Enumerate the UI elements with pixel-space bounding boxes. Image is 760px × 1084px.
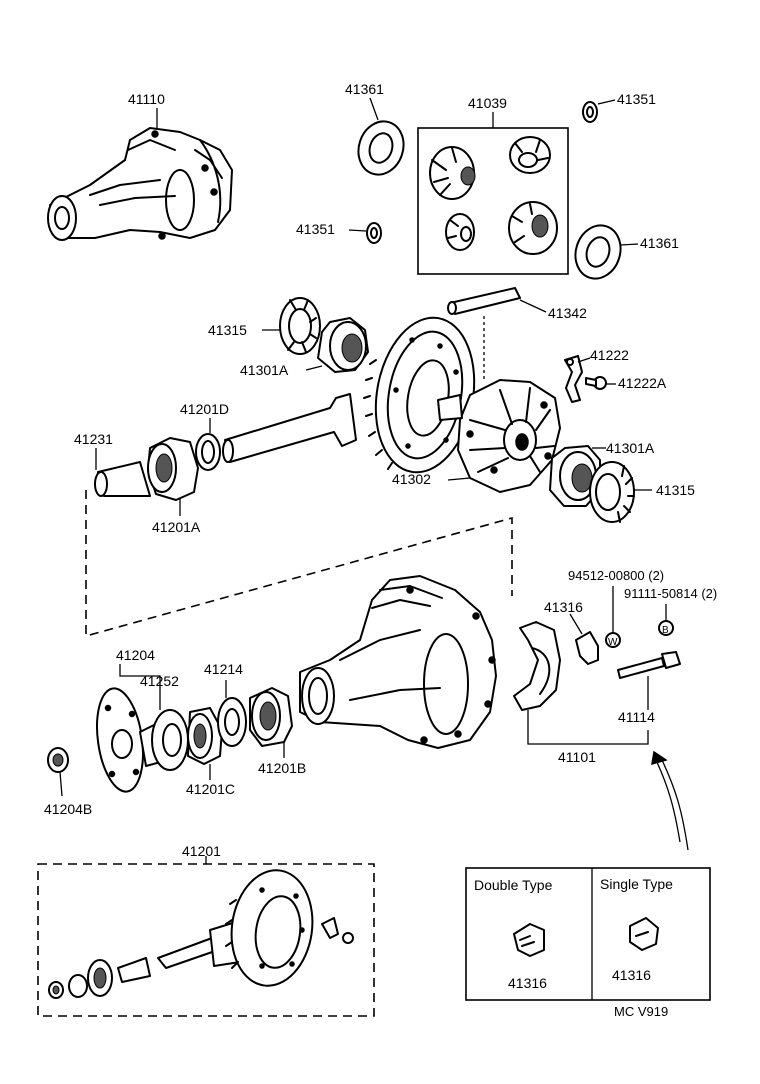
label-41204: 41204 — [116, 647, 155, 663]
arrow-head-icon — [651, 750, 668, 766]
double-type-retainer-icon — [513, 923, 545, 957]
label-41101: 41101 — [558, 749, 596, 765]
label-41315-right: 41315 — [656, 482, 695, 498]
ring-pinion-set-41201 — [48, 869, 354, 999]
carrier-assembly-41110 — [47, 127, 233, 241]
leader-41351-top — [597, 99, 616, 105]
label-41201B: 41201B — [258, 760, 306, 776]
label-41201D: 41201D — [180, 401, 229, 417]
label-41222A: 41222A — [618, 375, 667, 391]
pinion-shaft-41342 — [447, 287, 521, 315]
side-bearing-41301A-left — [317, 317, 369, 373]
label-double-type-part: 41316 — [508, 975, 547, 991]
companion-flange-41204 — [96, 687, 169, 793]
bolt-symbol — [658, 620, 674, 636]
leader-41222 — [577, 357, 591, 363]
leader-41361-top — [369, 97, 379, 121]
label-41302: 41302 — [392, 471, 431, 487]
front-bearing-41201C — [187, 707, 223, 765]
label-41301A-right: 41301A — [606, 440, 655, 456]
label-41110: 41110 — [128, 91, 165, 107]
collapsible-spacer-41231 — [94, 461, 151, 497]
assembly-guide-dashed — [85, 490, 513, 638]
bearing-cap-bolt — [617, 651, 681, 679]
label-41351-mid: 41351 — [296, 221, 335, 237]
side-gear-washer-41361-mid — [574, 224, 622, 280]
differential-carrier-housing — [299, 575, 497, 749]
lock-bolt-41222A — [585, 376, 607, 390]
label-41201: 41201 — [182, 843, 221, 859]
side-bearing-adjusting-nut-41315-left — [279, 297, 321, 355]
label-41301A-left: 41301A — [240, 362, 289, 378]
side-bearing-adjusting-nut-41315-right — [589, 461, 635, 523]
oil-seal-41252 — [151, 709, 189, 771]
bolt-symbol-letter: B — [662, 625, 669, 636]
bracket-41101 — [527, 710, 649, 745]
label-41361-mid: 41361 — [640, 235, 679, 251]
label-41214: 41214 — [204, 661, 243, 677]
label-94512: 94512-00800 (2) — [568, 568, 664, 583]
leader-41302 — [447, 477, 471, 481]
label-41361-top: 41361 — [345, 81, 384, 97]
label-41231: 41231 — [74, 431, 113, 447]
label-41114: 41114 — [618, 709, 655, 725]
adjusting-nut-lock-41222 — [564, 355, 583, 403]
rear-bearing-cup-41201B — [249, 687, 293, 747]
leader-41316 — [569, 613, 583, 635]
leader-41204B — [59, 771, 63, 797]
label-41204B: 41204B — [44, 801, 92, 817]
label-41201C: 41201C — [186, 781, 235, 797]
type-reference-box — [465, 867, 711, 1001]
drive-pinion-shaft — [222, 393, 357, 463]
label-41351-top: 41351 — [617, 91, 656, 107]
differential-gear-kit-41039 — [417, 127, 569, 275]
pinion-bearing-41201A — [147, 437, 199, 501]
label-91111: 91111-50814 (2) — [624, 586, 717, 601]
arrow-to-type-box-2 — [655, 759, 681, 843]
label-single-type: Single Type — [600, 876, 673, 892]
leader-41301A-left — [305, 365, 323, 371]
side-gear-washer-41361-top — [357, 120, 405, 176]
pinion-washer-41351-top — [582, 101, 598, 123]
label-41039: 41039 — [468, 95, 507, 111]
label-41222: 41222 — [590, 347, 629, 363]
bracket-41204 — [119, 664, 161, 690]
arrow-to-type-box — [661, 759, 689, 851]
label-41252: 41252 — [140, 673, 179, 689]
washer-symbol-letter: W — [608, 637, 618, 648]
pinion-washer-41351-mid — [366, 222, 382, 244]
washer-41214 — [217, 697, 247, 747]
single-type-retainer-icon — [629, 917, 659, 951]
label-41316: 41316 — [544, 599, 583, 615]
label-41342: 41342 — [548, 305, 587, 321]
side-bearing-41301A-right — [549, 445, 601, 507]
washer-symbol — [605, 632, 621, 648]
label-41201A: 41201A — [152, 519, 201, 535]
pinion-nut-41204B — [47, 747, 69, 773]
diagram-code: MC V919 — [614, 1004, 668, 1019]
differential-case-41302 — [437, 379, 561, 493]
leader-41351-mid — [348, 229, 367, 232]
spacer-41201D — [195, 433, 221, 471]
label-single-type-part: 41316 — [612, 967, 651, 983]
leader-41361-mid — [619, 243, 639, 246]
bearing-cap — [513, 621, 561, 711]
label-double-type: Double Type — [474, 877, 553, 893]
leader-41342 — [519, 299, 547, 313]
adjusting-nut-lock-41316 — [575, 631, 599, 665]
label-41315-left: 41315 — [208, 322, 247, 338]
